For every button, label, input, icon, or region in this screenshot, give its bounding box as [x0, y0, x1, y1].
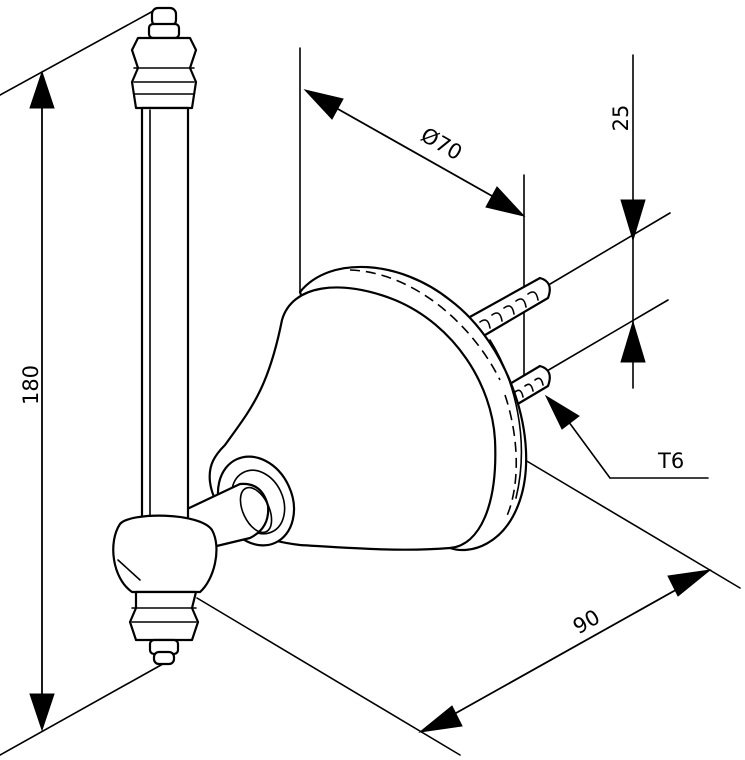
- wall-plate: [208, 265, 528, 552]
- vertical-post: [112, 6, 218, 666]
- offset-label: 25: [609, 105, 633, 132]
- screw-leader: T6: [544, 394, 709, 479]
- diameter-label: Ø70: [417, 123, 466, 165]
- diameter-dimension: Ø70: [303, 89, 526, 217]
- height-dimension: 180: [19, 70, 55, 732]
- offset-dimension: 25: [609, 105, 646, 363]
- height-label: 180: [19, 365, 43, 405]
- wall-anchors: [466, 276, 551, 407]
- screw-label: T6: [657, 449, 684, 473]
- depth-dimension: 90: [418, 569, 712, 733]
